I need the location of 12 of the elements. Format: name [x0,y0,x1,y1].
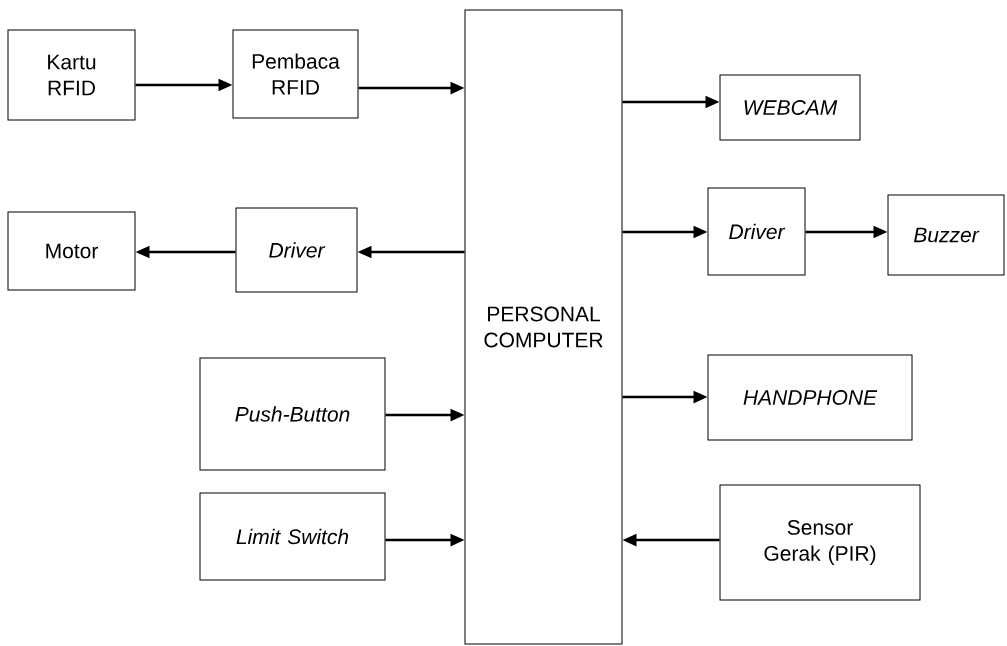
block-box: Pembaca RFID [232,29,359,119]
block-box: Driver [235,207,358,293]
block-box: Kartu RFID [7,29,136,121]
block-box: HANDPHONE [707,354,913,441]
block-box: Motor [7,211,136,291]
block-box: WEBCAM [719,74,861,141]
block-box: Sensor Gerak (PIR) [719,484,921,601]
block-box: Buzzer [887,194,1005,276]
block-box: PERSONAL COMPUTER [464,9,623,645]
block-box: Push-Button [199,357,386,471]
block-box: Driver [707,187,806,276]
block-box: Limit Switch [199,492,386,581]
